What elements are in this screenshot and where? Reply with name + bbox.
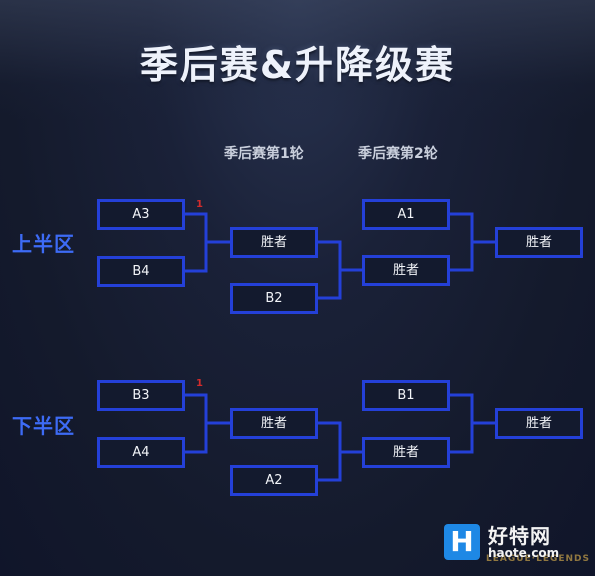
upper-r1-winner: 胜者 [230,227,318,258]
lower-r1-team-1: B3 [97,380,185,411]
upper-r2-team-1: A1 [362,199,450,230]
site-logo-icon: H [444,524,480,560]
lower-r2-team-1: B1 [362,380,450,411]
header-background [0,0,595,120]
lower-r1-bye: A2 [230,465,318,496]
connector-lower-r2 [450,393,474,454]
upper-r1-team-1: A3 [97,199,185,230]
upper-note: 1 [196,199,203,210]
upper-half-label: 上半区 [12,232,75,256]
site-watermark: H 好特网 haote.com [444,520,595,576]
lower-final: 胜者 [495,408,583,439]
site-name: 好特网 [488,524,551,548]
page-title: 季后赛&升降级赛 [139,43,456,87]
lower-r1-winner: 胜者 [230,408,318,439]
connector-upper-r1b [318,240,342,300]
lower-r1-team-2: A4 [97,437,185,468]
connector-lower-r1 [185,393,208,454]
connector-upper-r1 [185,212,208,273]
upper-r2-team-2: 胜者 [362,255,450,286]
lower-r2-team-2: 胜者 [362,437,450,468]
connector-upper-r2 [450,212,474,272]
upper-final: 胜者 [495,227,583,258]
lol-brand-mark: LEAGUE·LEGENDS [485,554,590,564]
round-1-label: 季后赛第1轮 [224,146,304,162]
site-url: haote.com [488,546,560,560]
lower-note: 1 [196,378,203,389]
lower-half-label: 下半区 [12,414,75,438]
upper-r1-bye: B2 [230,283,318,314]
round-2-label: 季后赛第2轮 [358,146,438,162]
connector-lower-r1b [318,421,342,482]
upper-r1-team-2: B4 [97,256,185,287]
